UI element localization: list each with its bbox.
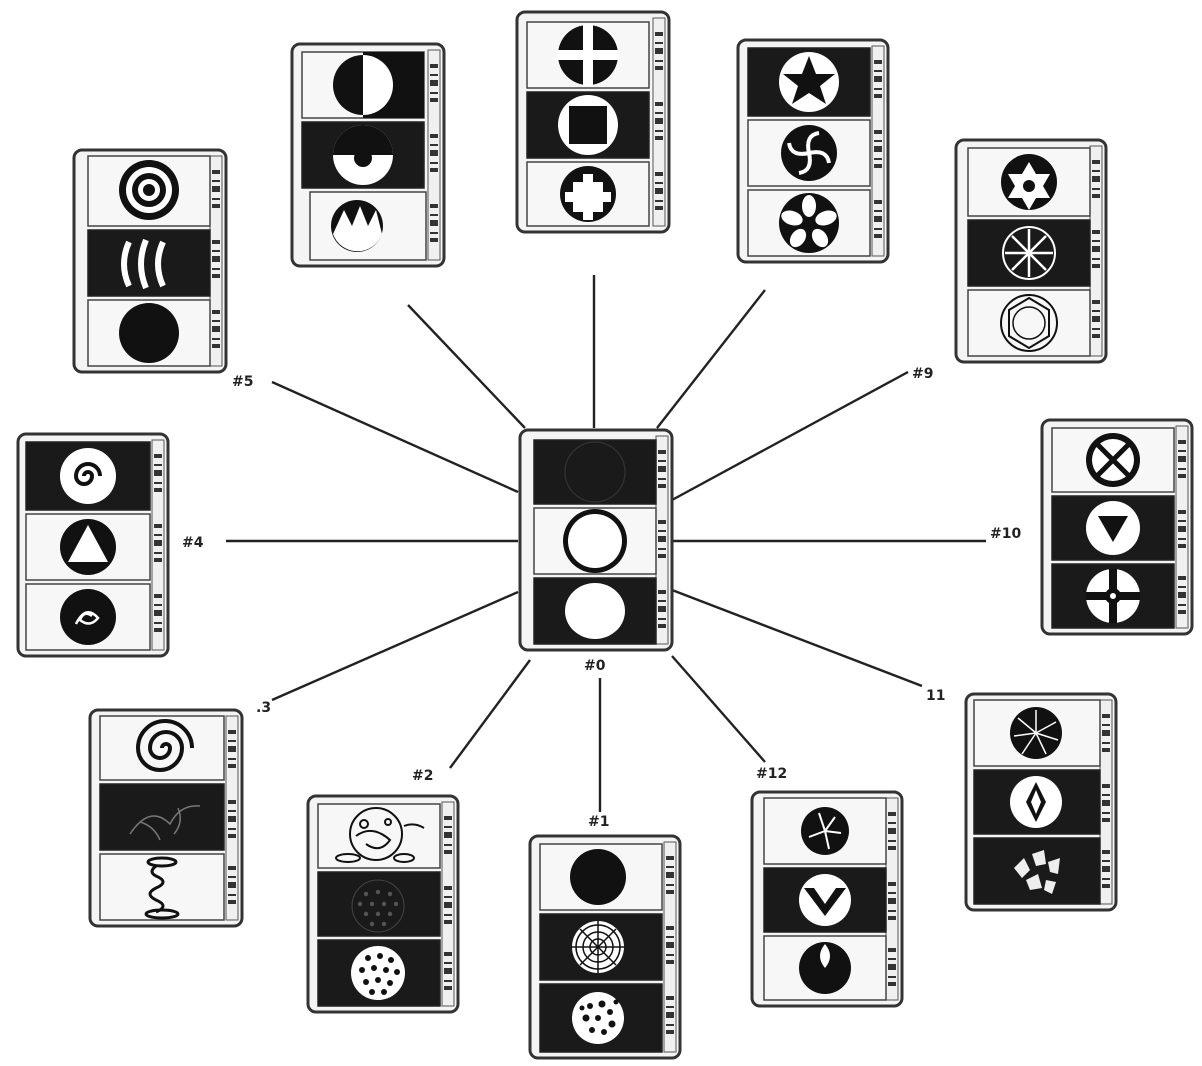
gobo-card-0 bbox=[520, 430, 672, 650]
label-5: #5 bbox=[232, 374, 253, 390]
line-to-11 bbox=[672, 590, 922, 686]
line-to-5 bbox=[272, 382, 518, 492]
gobo-card-9 bbox=[956, 140, 1106, 362]
line-to-2 bbox=[450, 660, 530, 768]
line-to-9 bbox=[672, 372, 908, 500]
label-2: #2 bbox=[412, 768, 433, 784]
label-3: .3 bbox=[256, 700, 271, 716]
gobo-card-10 bbox=[1042, 420, 1192, 634]
gobo-card-2 bbox=[308, 796, 458, 1012]
label-9: #9 bbox=[912, 366, 933, 382]
line-to-upper-left bbox=[408, 305, 525, 428]
gobo-card-5 bbox=[74, 150, 226, 372]
label-10: #10 bbox=[990, 526, 1021, 542]
label-4: #4 bbox=[182, 535, 204, 551]
label-12: #12 bbox=[756, 766, 787, 782]
label-hub: #0 bbox=[584, 658, 606, 674]
gobo-card-upper-left bbox=[292, 44, 444, 266]
line-to-12 bbox=[672, 656, 765, 762]
gobo-card-upper-right bbox=[738, 40, 888, 262]
gobo-card-top bbox=[517, 12, 669, 232]
gobo-card-4 bbox=[18, 434, 168, 656]
line-to-upper-right bbox=[657, 290, 765, 428]
gobo-card-1 bbox=[530, 836, 680, 1058]
gobo-card-3 bbox=[90, 710, 242, 926]
gobo-card-11 bbox=[966, 694, 1116, 910]
line-to-3 bbox=[272, 592, 518, 700]
label-1: #1 bbox=[588, 814, 609, 830]
label-11: 11 bbox=[926, 688, 945, 704]
gobo-card-12 bbox=[752, 792, 902, 1006]
